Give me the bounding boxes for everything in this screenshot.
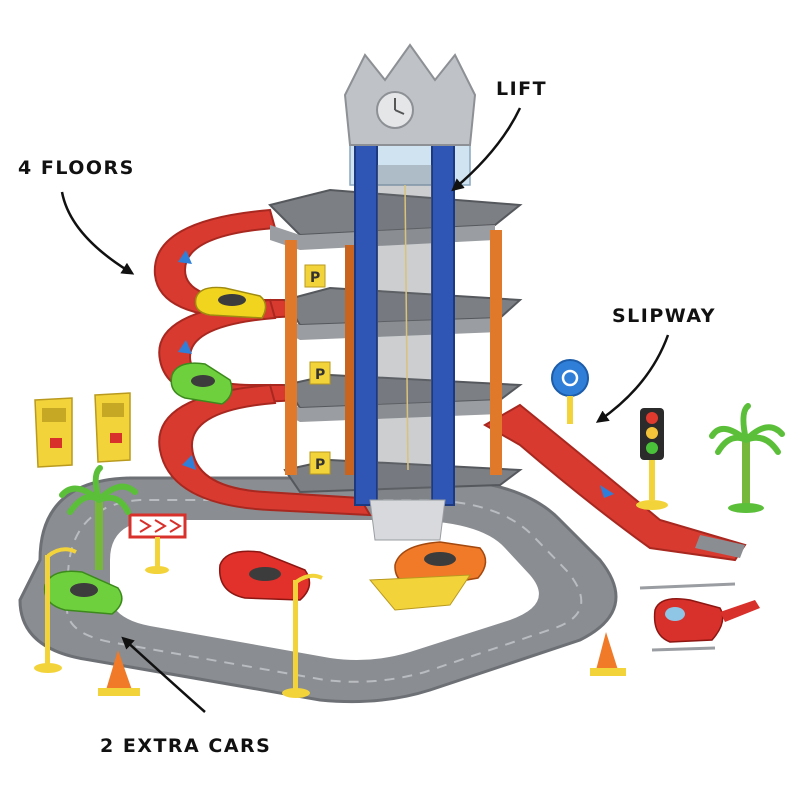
traffic-light-icon: [636, 408, 668, 510]
green-car-track: [43, 570, 123, 615]
street-lamp-icon: [34, 547, 323, 698]
red-car: [218, 550, 311, 601]
arrow-icon: [600, 485, 614, 498]
callout-arrows: [60, 107, 670, 713]
cars-arrow-icon: [121, 636, 206, 713]
parking-sign-icon: P P P: [304, 264, 331, 475]
extra-cars-label: 2 EXTRA CARS: [100, 735, 272, 757]
floors-arrow-icon: [60, 191, 135, 275]
slipway-ramp: [482, 403, 747, 562]
helicopter-icon: [639, 582, 760, 652]
svg-text:P: P: [310, 270, 320, 286]
slipway-label: SLIPWAY: [612, 305, 717, 327]
chevron-sign: [128, 513, 187, 574]
green-car-upper: [170, 362, 233, 405]
traffic-cone-icon: [98, 632, 626, 696]
lift-label: LIFT: [496, 78, 548, 100]
svg-text:P: P: [315, 457, 325, 473]
roundabout-sign-icon: [551, 359, 589, 424]
gas-pump-icon: [34, 392, 131, 468]
lift-arrow-icon: [451, 107, 522, 192]
toy-cars: [43, 286, 487, 615]
slipway-arrow-icon: [595, 334, 670, 423]
yellow-car: [194, 286, 267, 319]
lift-tower: [343, 43, 477, 541]
parking-decks: [268, 188, 523, 494]
svg-text:P: P: [315, 367, 325, 383]
floors-label: 4 FLOORS: [18, 157, 135, 179]
palm-tree-icon: [59, 403, 785, 570]
